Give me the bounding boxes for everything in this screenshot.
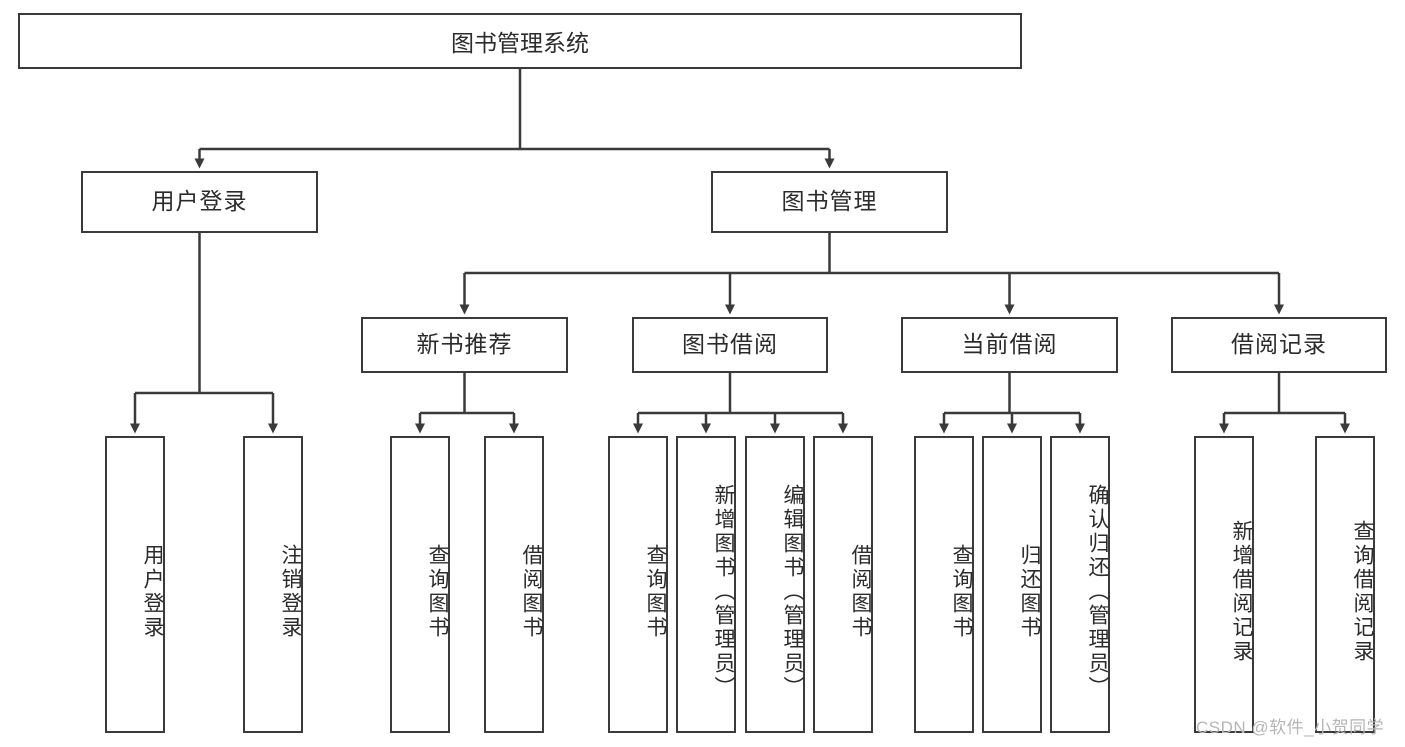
node-book-borrow-label: 图书借阅 — [682, 331, 778, 358]
node-leaf-query-record[interactable]: 查询借阅记录 — [1315, 436, 1375, 733]
node-leaf-query-book-3[interactable]: 查询图书 — [914, 436, 974, 733]
node-leaf-query-book-1-label: 查询图书 — [426, 543, 449, 640]
node-leaf-confirm-return[interactable]: 确认归还（管理员） — [1050, 436, 1110, 733]
node-new-book-recommend[interactable]: 新书推荐 — [361, 317, 568, 373]
node-new-book-recommend-label: 新书推荐 — [416, 331, 513, 358]
node-user-login-label: 用户登录 — [151, 188, 248, 215]
node-leaf-edit-book-label: 编辑图书（管理员） — [781, 483, 804, 700]
node-leaf-add-record-label: 新增借阅记录 — [1230, 519, 1253, 664]
node-leaf-user-logout[interactable]: 注销登录 — [243, 436, 303, 733]
node-book-borrow[interactable]: 图书借阅 — [632, 317, 828, 373]
node-leaf-query-book-1[interactable]: 查询图书 — [390, 436, 450, 733]
csdn-watermark: CSDN @软件_小贺同学 — [1196, 718, 1385, 737]
node-book-manage-label: 图书管理 — [781, 188, 878, 215]
node-leaf-add-book[interactable]: 新增图书（管理员） — [676, 436, 736, 733]
node-leaf-user-login[interactable]: 用户登录 — [105, 436, 165, 733]
node-leaf-add-record[interactable]: 新增借阅记录 — [1194, 436, 1254, 733]
node-leaf-query-record-label: 查询借阅记录 — [1351, 519, 1374, 664]
node-leaf-query-book-2[interactable]: 查询图书 — [608, 436, 668, 733]
node-borrow-record[interactable]: 借阅记录 — [1171, 317, 1387, 373]
node-leaf-confirm-return-label: 确认归还（管理员） — [1086, 483, 1109, 700]
node-leaf-user-login-label: 用户登录 — [141, 543, 164, 640]
node-leaf-edit-book[interactable]: 编辑图书（管理员） — [745, 436, 805, 733]
node-leaf-add-book-label: 新增图书（管理员） — [712, 483, 735, 700]
node-leaf-borrow-book-1-label: 借阅图书 — [520, 543, 543, 640]
node-user-login[interactable]: 用户登录 — [81, 171, 318, 233]
node-leaf-borrow-book-2-label: 借阅图书 — [849, 543, 872, 640]
node-leaf-borrow-book-2[interactable]: 借阅图书 — [813, 436, 873, 733]
node-leaf-query-book-2-label: 查询图书 — [644, 543, 667, 640]
node-leaf-query-book-3-label: 查询图书 — [950, 543, 973, 640]
node-root-label: 图书管理系统 — [451, 30, 589, 56]
node-root[interactable]: 图书管理系统 — [18, 13, 1022, 69]
node-book-manage[interactable]: 图书管理 — [711, 171, 948, 233]
node-leaf-return-book-label: 归还图书 — [1018, 543, 1041, 640]
node-leaf-return-book[interactable]: 归还图书 — [982, 436, 1042, 733]
node-leaf-user-logout-label: 注销登录 — [279, 543, 302, 640]
node-current-borrow-label: 当前借阅 — [961, 331, 1058, 358]
node-leaf-borrow-book-1[interactable]: 借阅图书 — [484, 436, 544, 733]
node-current-borrow[interactable]: 当前借阅 — [901, 317, 1118, 373]
node-borrow-record-label: 借阅记录 — [1231, 331, 1327, 358]
